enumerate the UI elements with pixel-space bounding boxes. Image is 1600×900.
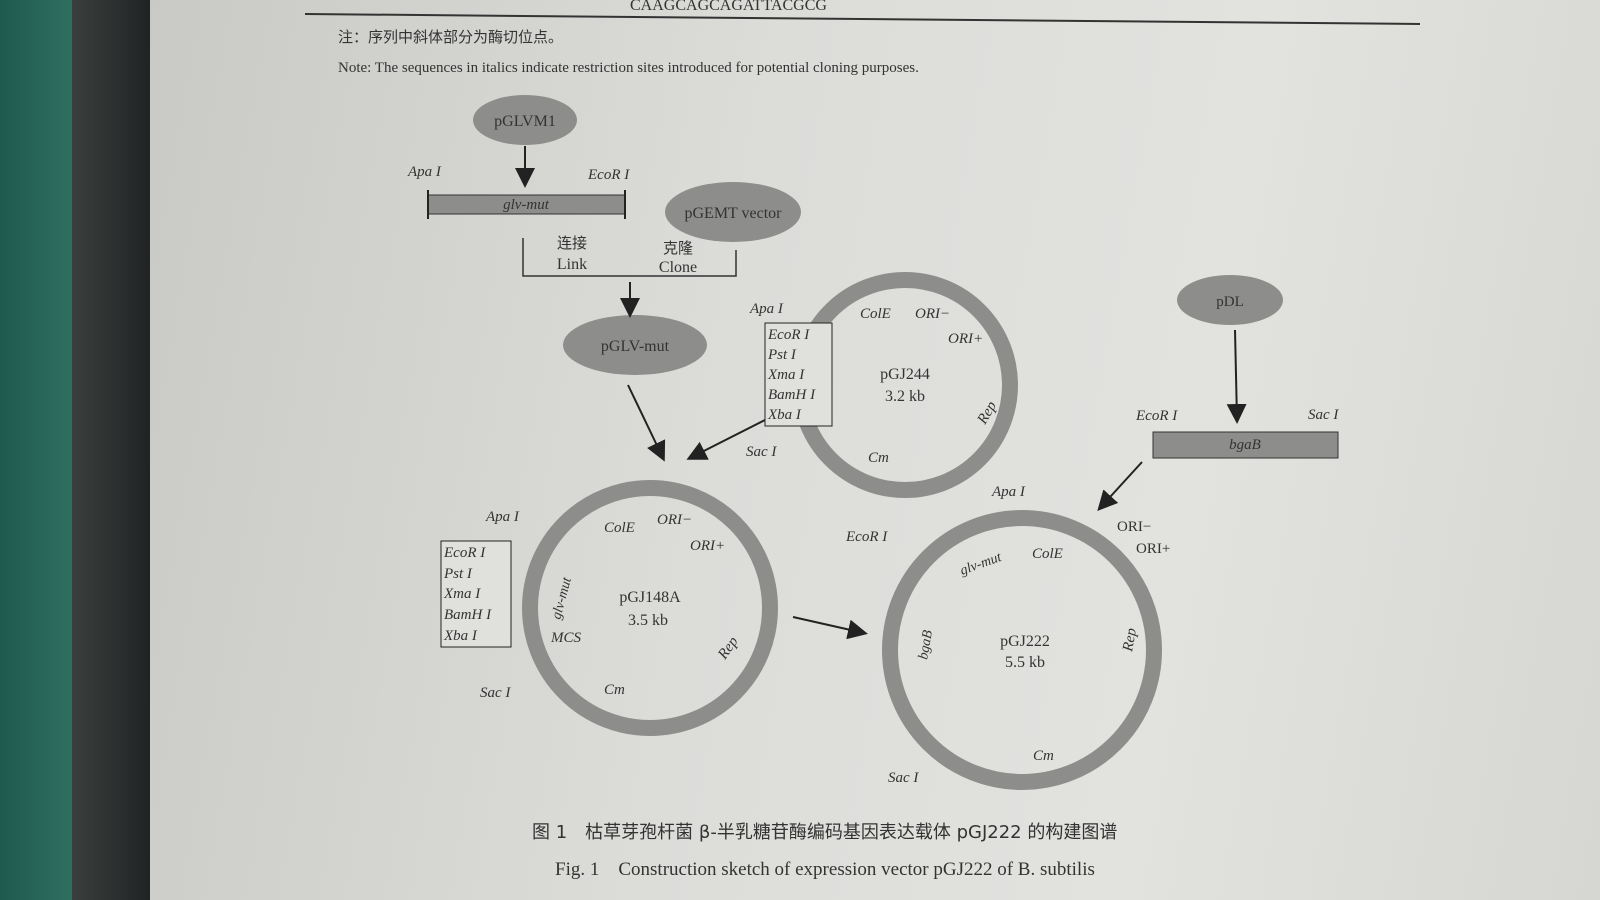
glv-mut-fragment: glv-mut Apa I EcoR I (407, 164, 630, 219)
svg-text:3.5 kb: 3.5 kb (628, 612, 668, 629)
link-en: Link (557, 256, 587, 273)
clone-en: Clone (659, 259, 697, 276)
plasmid-pgj222: pGJ222 5.5 kb Apa I EcoR I Sac I ColE OR… (845, 484, 1170, 790)
svg-text:BamH I: BamH I (768, 387, 816, 403)
svg-text:bgaB: bgaB (916, 629, 936, 661)
svg-text:EcoR I: EcoR I (767, 327, 810, 343)
note-cn: 注：序列中斜体部分为酶切位点。 (338, 28, 563, 46)
background-strip (0, 0, 72, 900)
plasmid-pgj148a: EcoR I Pst I Xma I BamH I Xba I pGJ148A … (440, 480, 778, 736)
table-rule (304, 13, 1421, 25)
svg-text:ORI−: ORI− (1117, 519, 1151, 535)
svg-text:EcoR I: EcoR I (845, 529, 888, 545)
svg-text:MCS: MCS (550, 630, 582, 646)
bgab-fragment: bgaB EcoR I Sac I (1135, 407, 1339, 459)
svg-text:glv-mut: glv-mut (958, 550, 1004, 579)
svg-text:Xba I: Xba I (443, 628, 478, 644)
svg-text:pGLV-mut: pGLV-mut (601, 338, 670, 355)
caption-en: Fig. 1 Construction sketch of expression… (555, 859, 1095, 880)
svg-text:ColE: ColE (604, 520, 635, 536)
link-clone-bracket (522, 238, 737, 277)
svg-text:ORI+: ORI+ (948, 331, 983, 347)
mcs-box (440, 540, 512, 648)
svg-text:glv-mut: glv-mut (549, 575, 575, 621)
clone-cn: 克隆 (663, 239, 693, 257)
svg-text:ORI−: ORI− (657, 512, 692, 528)
svg-text:Rep: Rep (1120, 626, 1140, 653)
svg-text:Pst I: Pst I (443, 566, 473, 582)
svg-text:Xba I: Xba I (767, 407, 802, 423)
svg-text:Cm: Cm (604, 682, 625, 698)
svg-text:ColE: ColE (1032, 546, 1063, 562)
svg-text:pGJ222: pGJ222 (1000, 633, 1050, 650)
node-pglvm1: pGLVM1 (473, 95, 577, 145)
node-pdl: pDL (1177, 275, 1283, 325)
sequence-fragment: CAAGCAGCAGATTACGCG (630, 0, 827, 14)
svg-text:ColE: ColE (860, 306, 891, 322)
svg-text:Pst I: Pst I (767, 347, 797, 363)
caption-cn: 图 1 枯草芽孢杆菌 β-半乳糖苷酶编码基因表达载体 pGJ222 的构建图谱 (532, 822, 1117, 843)
node-pgemt: pGEMT vector (665, 182, 801, 242)
svg-text:EcoR I: EcoR I (1135, 408, 1178, 424)
plasmid-pgj244: EcoR I Pst I Xma I BamH I Xba I pGJ244 3… (746, 272, 1018, 498)
svg-text:Sac I: Sac I (888, 770, 919, 786)
svg-text:Sac I: Sac I (746, 444, 777, 460)
svg-text:ORI+: ORI+ (690, 538, 725, 554)
svg-text:Cm: Cm (1033, 748, 1054, 764)
svg-text:pGJ244: pGJ244 (880, 366, 930, 383)
svg-text:Apa I: Apa I (991, 484, 1026, 500)
svg-text:Sac I: Sac I (480, 685, 511, 701)
svg-text:EcoR I: EcoR I (443, 545, 486, 561)
link-cn: 连接 (557, 234, 587, 252)
svg-text:ORI−: ORI− (915, 306, 950, 322)
svg-text:Xma I: Xma I (443, 586, 481, 602)
svg-text:pGJ148A: pGJ148A (619, 589, 681, 606)
svg-text:pDL: pDL (1216, 294, 1244, 310)
svg-text:EcoR I: EcoR I (587, 167, 630, 183)
note-en: Note: The sequences in italics indicate … (338, 60, 919, 76)
svg-text:3.2 kb: 3.2 kb (885, 388, 925, 405)
svg-text:bgaB: bgaB (1229, 437, 1261, 453)
svg-text:Apa I: Apa I (407, 164, 442, 180)
node-pglvmut: pGLV-mut (563, 315, 707, 375)
svg-text:Cm: Cm (868, 450, 889, 466)
svg-text:Xma I: Xma I (767, 367, 805, 383)
svg-text:Apa I: Apa I (749, 301, 784, 317)
flow-arrows (515, 146, 1247, 640)
paper-page (150, 0, 1600, 900)
svg-text:pGEMT vector: pGEMT vector (684, 205, 782, 222)
svg-text:pGLVM1: pGLVM1 (494, 113, 556, 130)
svg-text:Apa I: Apa I (485, 509, 520, 525)
svg-text:5.5 kb: 5.5 kb (1005, 654, 1045, 671)
mcs-box (764, 322, 833, 427)
svg-text:glv-mut: glv-mut (503, 197, 550, 213)
svg-text:ORI+: ORI+ (1136, 541, 1170, 557)
svg-text:Sac I: Sac I (1308, 407, 1339, 423)
svg-text:BamH I: BamH I (444, 607, 492, 623)
svg-text:Rep: Rep (715, 634, 742, 664)
